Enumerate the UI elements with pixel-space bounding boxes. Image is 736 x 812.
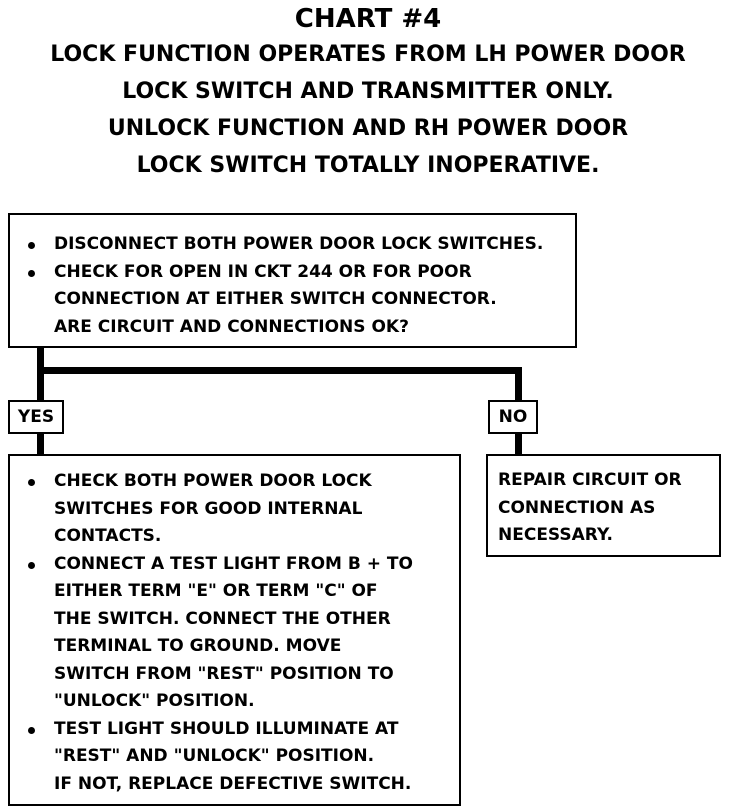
connector-yes-drop	[37, 434, 44, 454]
subtitle-line: LOCK SWITCH AND TRANSMITTER ONLY.	[122, 79, 614, 104]
bullet-icon	[28, 269, 35, 277]
item-line: ARE CIRCUIT AND CONNECTIONS OK?	[54, 316, 409, 337]
item-line: "REST" AND "UNLOCK" POSITION.	[54, 746, 375, 766]
bullet-icon	[28, 561, 35, 569]
item-line: SWITCHES FOR GOOD INTERNAL	[54, 498, 363, 519]
subtitle-line: UNLOCK FUNCTION AND RH POWER DOOR	[107, 116, 629, 141]
connector-no-action-drop	[515, 434, 522, 454]
list-item: DISCONNECT BOTH POWER DOOR LOCK SWITCHES…	[24, 231, 575, 259]
yes-label: YES	[8, 400, 64, 434]
no-label: NO	[488, 400, 538, 434]
chart-subtitle: LOCK FUNCTION OPERATES FROM LH POWER DOO…	[0, 36, 736, 184]
item-line: CONTACTS.	[54, 526, 162, 546]
item-line: TEST LIGHT SHOULD ILLUMINATE AT	[54, 718, 399, 739]
item-line: CHECK BOTH POWER DOOR LOCK	[54, 471, 372, 491]
list-item: TEST LIGHT SHOULD ILLUMINATE AT "REST" A…	[24, 716, 459, 799]
item-line: "UNLOCK" POSITION.	[54, 691, 255, 711]
no-action-box: REPAIR CIRCUIT OR CONNECTION AS NECESSAR…	[486, 454, 721, 557]
subtitle-line: LOCK FUNCTION OPERATES FROM LH POWER DOO…	[50, 42, 686, 67]
item-line: SWITCH FROM "REST" POSITION TO	[54, 663, 394, 684]
item-line: DISCONNECT BOTH POWER DOOR LOCK SWITCHES…	[54, 234, 544, 254]
action-line: CONNECTION AS	[498, 497, 656, 518]
item-line: IF NOT, REPLACE DEFECTIVE SWITCH.	[54, 773, 412, 794]
bullet-icon	[28, 726, 35, 734]
subtitle-line: LOCK SWITCH TOTALLY INOPERATIVE.	[136, 153, 600, 178]
list-item: CHECK FOR OPEN IN CKT 244 OR FOR POOR CO…	[24, 259, 575, 342]
item-line: TERMINAL TO GROUND. MOVE	[54, 636, 342, 656]
item-line: EITHER TERM "E" OR TERM "C" OF	[54, 581, 378, 601]
connector-horizontal	[37, 367, 522, 374]
item-line: CHECK FOR OPEN IN CKT 244 OR FOR POOR	[54, 261, 472, 282]
action-line: NECESSARY.	[498, 525, 613, 545]
item-line: CONNECTION AT EITHER SWITCH CONNECTOR.	[54, 289, 497, 309]
yes-steps-box: CHECK BOTH POWER DOOR LOCK SWITCHES FOR …	[8, 454, 461, 806]
action-line: REPAIR CIRCUIT OR	[498, 470, 682, 490]
bullet-icon	[28, 479, 35, 486]
connector-no-drop	[515, 367, 522, 400]
bullet-icon	[28, 242, 35, 249]
list-item: CONNECT A TEST LIGHT FROM B + TO EITHER …	[24, 551, 459, 716]
item-line: CONNECT A TEST LIGHT FROM B + TO	[54, 553, 413, 574]
question-box: DISCONNECT BOTH POWER DOOR LOCK SWITCHES…	[8, 213, 577, 348]
chart-title: CHART #4	[294, 4, 442, 34]
item-line: THE SWITCH. CONNECT THE OTHER	[54, 608, 391, 629]
list-item: CHECK BOTH POWER DOOR LOCK SWITCHES FOR …	[24, 468, 459, 551]
